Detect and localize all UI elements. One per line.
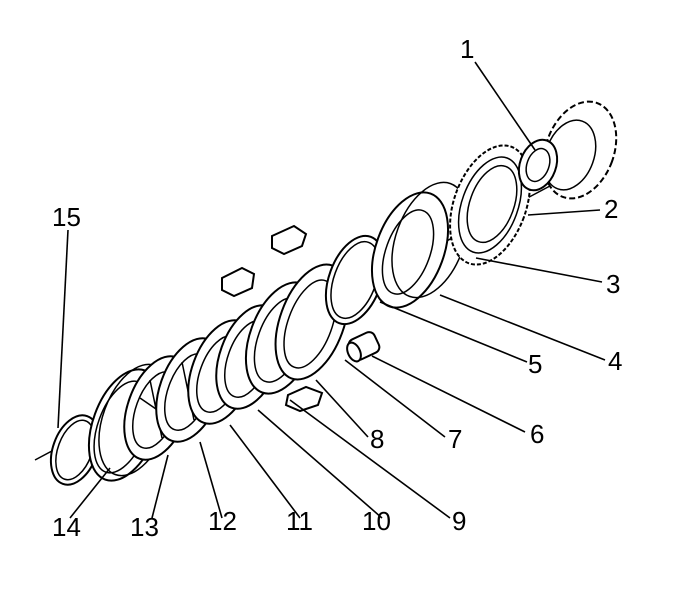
callout-4: 4 xyxy=(608,346,622,376)
part-8-spring-block xyxy=(284,385,324,413)
callout-7: 7 xyxy=(448,424,462,454)
callout-13: 13 xyxy=(130,512,159,542)
spring-block-top xyxy=(271,224,308,256)
part-1-hub xyxy=(517,100,618,200)
callout-9: 9 xyxy=(452,506,466,536)
callout-14: 14 xyxy=(52,512,81,542)
callout-6: 6 xyxy=(530,419,544,449)
spring-block-upper xyxy=(221,266,256,298)
callout-8: 8 xyxy=(370,424,384,454)
leader-lines xyxy=(57,61,606,519)
callout-3: 3 xyxy=(606,269,620,299)
callout-10: 10 xyxy=(362,506,391,536)
part-4-plate xyxy=(371,181,469,309)
callout-1: 1 xyxy=(460,34,474,64)
part-3-toothed-ring xyxy=(449,144,531,266)
callout-12: 12 xyxy=(208,506,237,536)
part-6-spring-cylinder xyxy=(346,331,381,363)
callout-2: 2 xyxy=(604,194,618,224)
callout-5: 5 xyxy=(528,349,542,379)
callout-15: 15 xyxy=(52,202,81,232)
callout-11: 11 xyxy=(286,506,313,536)
